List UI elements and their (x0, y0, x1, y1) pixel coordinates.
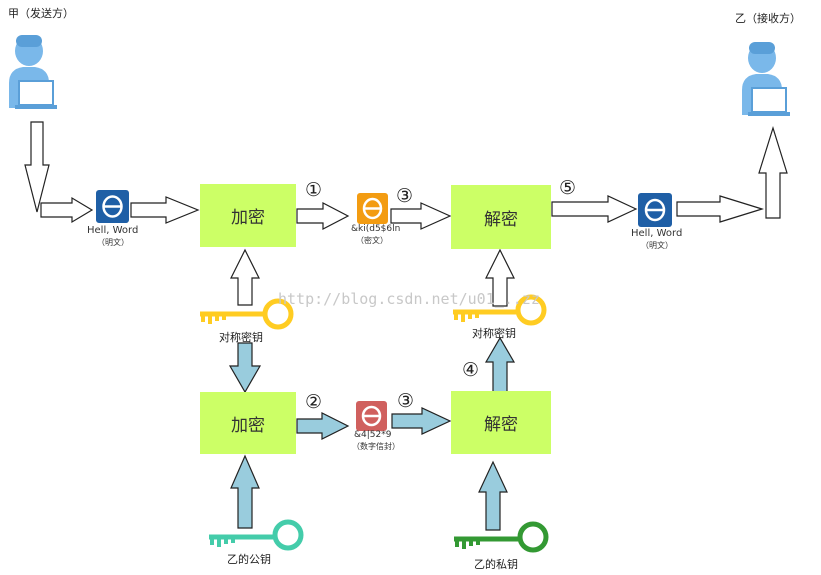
arrow-decrypt-up-to-key (484, 336, 516, 393)
envelope-text: &4|52*9 (354, 430, 392, 440)
blue-arrows (228, 336, 516, 531)
sym-key-right-icon (453, 294, 547, 326)
public-key-icon (209, 519, 304, 551)
arrow-plaintext-to-encrypt (130, 196, 200, 224)
arrow-sender-down (24, 121, 50, 213)
private-key-label: 乙的私钥 (474, 558, 518, 571)
decrypt-box-bottom: 解密 (451, 391, 551, 454)
decrypt-box-top: 解密 (451, 185, 551, 249)
receiver-label: 乙（接收方） (735, 12, 801, 25)
watermark: http://blog.csdn.net/u01_..zz (278, 290, 540, 308)
step-3b-marker: ③ (397, 390, 415, 412)
plaintext-out-caption: （明文） (641, 241, 673, 250)
receiver-person-icon (741, 41, 791, 117)
arrow-symkey-down (228, 342, 262, 394)
step-2-marker: ② (305, 391, 323, 413)
arrow-encrypt-to-envelope (296, 412, 350, 440)
step-3a-marker: ③ (396, 185, 414, 207)
arrow-privkey-up (478, 460, 508, 531)
private-key-icon (454, 521, 549, 553)
envelope-doc-icon (356, 401, 387, 431)
arrow-to-plaintext (40, 196, 94, 224)
ciphertext-doc-icon (357, 193, 388, 224)
encrypt-box-bottom: 加密 (200, 392, 296, 454)
plaintext-in-text: Hell, Word (87, 225, 139, 236)
plaintext-out-text: Hell, Word (631, 228, 683, 239)
plaintext-in-caption: （明文） (97, 238, 129, 247)
arrow-plain-to-receiver (676, 195, 765, 223)
arrow-decrypt-to-plain (551, 195, 638, 223)
encrypt-box-top: 加密 (200, 184, 296, 247)
sender-label: 甲（发送方） (8, 7, 74, 20)
plaintext-out-doc-icon (638, 193, 672, 227)
plaintext-in-doc-icon (96, 190, 129, 223)
flow-arrows (24, 121, 788, 307)
step-5-marker: ⑤ (559, 177, 577, 199)
arrow-symkey-up-right (485, 248, 515, 307)
arrow-cipher-to-decrypt (390, 202, 452, 230)
step-1-marker: ① (305, 179, 323, 201)
arrow-encrypt-to-cipher (296, 202, 350, 230)
arrow-symkey-up-left (230, 248, 260, 306)
sender-person-icon (8, 34, 58, 110)
public-key-label: 乙的公钥 (227, 553, 271, 566)
sym-key-left-icon (200, 298, 294, 330)
arrow-pubkey-up (230, 454, 260, 529)
ciphertext-caption: （密文） (356, 236, 388, 245)
arrow-receiver-up (758, 125, 788, 219)
ciphertext-text: &ki(d5$6ln (351, 224, 401, 234)
sym-key-right-label: 对称密钥 (472, 327, 516, 340)
sym-key-left-label: 对称密钥 (219, 331, 263, 344)
step-4-marker: ④ (462, 359, 480, 381)
envelope-caption: （数字信封） (352, 442, 400, 451)
arrow-envelope-to-decrypt (391, 407, 452, 435)
